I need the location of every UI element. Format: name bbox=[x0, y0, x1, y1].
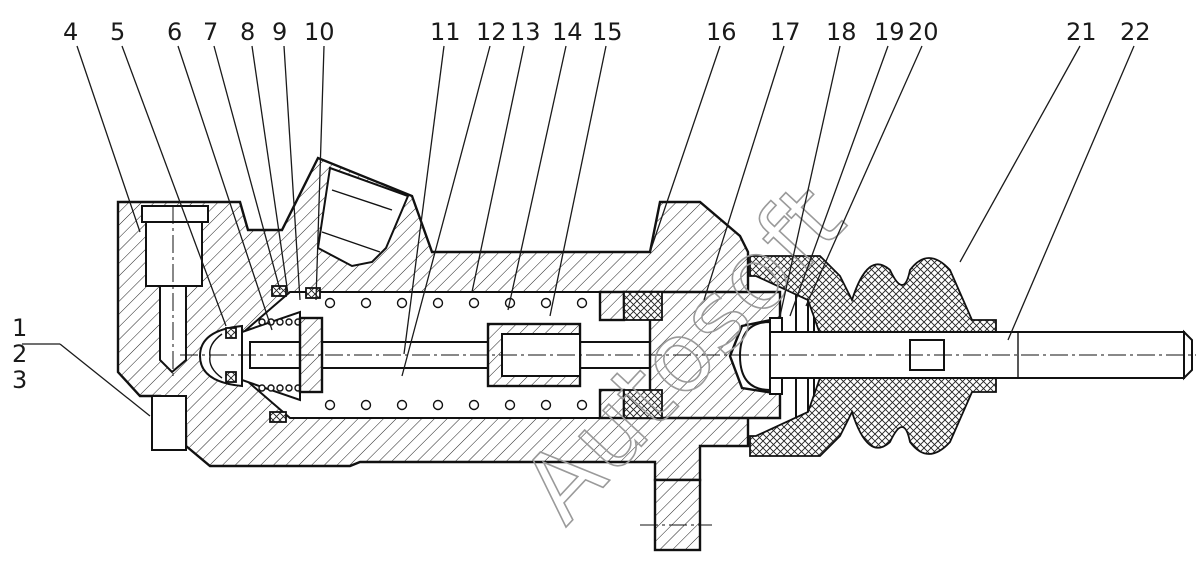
callout-6: 6 bbox=[167, 18, 182, 46]
spring-coil bbox=[576, 297, 588, 309]
callout-5: 5 bbox=[110, 18, 125, 46]
spring-coil bbox=[276, 318, 284, 326]
callout-16: 16 bbox=[706, 18, 737, 46]
outlet-plug bbox=[141, 205, 209, 380]
o-rings bbox=[225, 285, 321, 423]
callout-9: 9 bbox=[272, 18, 287, 46]
callout-22: 22 bbox=[1120, 18, 1151, 46]
callout-labels: 4 5 6 7 8 9 10 11 12 13 14 15 16 17 18 1… bbox=[12, 18, 1151, 394]
reservoir-fitting bbox=[316, 166, 410, 268]
spring-coil bbox=[432, 297, 444, 309]
callout-8: 8 bbox=[240, 18, 255, 46]
spring-coil bbox=[432, 399, 444, 411]
callout-13: 13 bbox=[510, 18, 541, 46]
callout-15: 15 bbox=[592, 18, 623, 46]
spring-coil bbox=[468, 399, 480, 411]
leader-lines bbox=[22, 45, 1135, 417]
spring-coil bbox=[276, 384, 284, 392]
dust-boot bbox=[749, 255, 997, 457]
callout-12: 12 bbox=[476, 18, 507, 46]
spring-coil bbox=[396, 297, 408, 309]
spring-coil bbox=[468, 297, 480, 309]
spring-coil bbox=[285, 384, 293, 392]
spring-coil bbox=[267, 384, 275, 392]
spring-coil bbox=[540, 297, 552, 309]
spring-coil bbox=[396, 399, 408, 411]
callout-2: 2 bbox=[12, 340, 27, 368]
spring-coil bbox=[285, 318, 293, 326]
mount-bracket bbox=[640, 478, 712, 552]
callout-7: 7 bbox=[203, 18, 218, 46]
mount-boss-left bbox=[151, 395, 187, 451]
callout-11: 11 bbox=[430, 18, 461, 46]
callout-3: 3 bbox=[12, 366, 27, 394]
callout-14: 14 bbox=[552, 18, 583, 46]
spring-coil bbox=[324, 297, 336, 309]
callout-17: 17 bbox=[770, 18, 801, 46]
spring-coil bbox=[360, 297, 372, 309]
callout-10: 10 bbox=[304, 18, 335, 46]
spring-coil bbox=[324, 399, 336, 411]
callout-1: 1 bbox=[12, 314, 27, 342]
callout-4: 4 bbox=[63, 18, 78, 46]
callout-20: 20 bbox=[908, 18, 939, 46]
callout-19: 19 bbox=[874, 18, 905, 46]
callout-21: 21 bbox=[1066, 18, 1097, 46]
spring-coil bbox=[504, 399, 516, 411]
spring-coil bbox=[258, 384, 266, 392]
spring-coil bbox=[258, 318, 266, 326]
callout-18: 18 bbox=[826, 18, 857, 46]
spring-coil bbox=[540, 399, 552, 411]
spring-coil bbox=[576, 399, 588, 411]
return-spring bbox=[324, 297, 588, 411]
spring-coil bbox=[360, 399, 372, 411]
